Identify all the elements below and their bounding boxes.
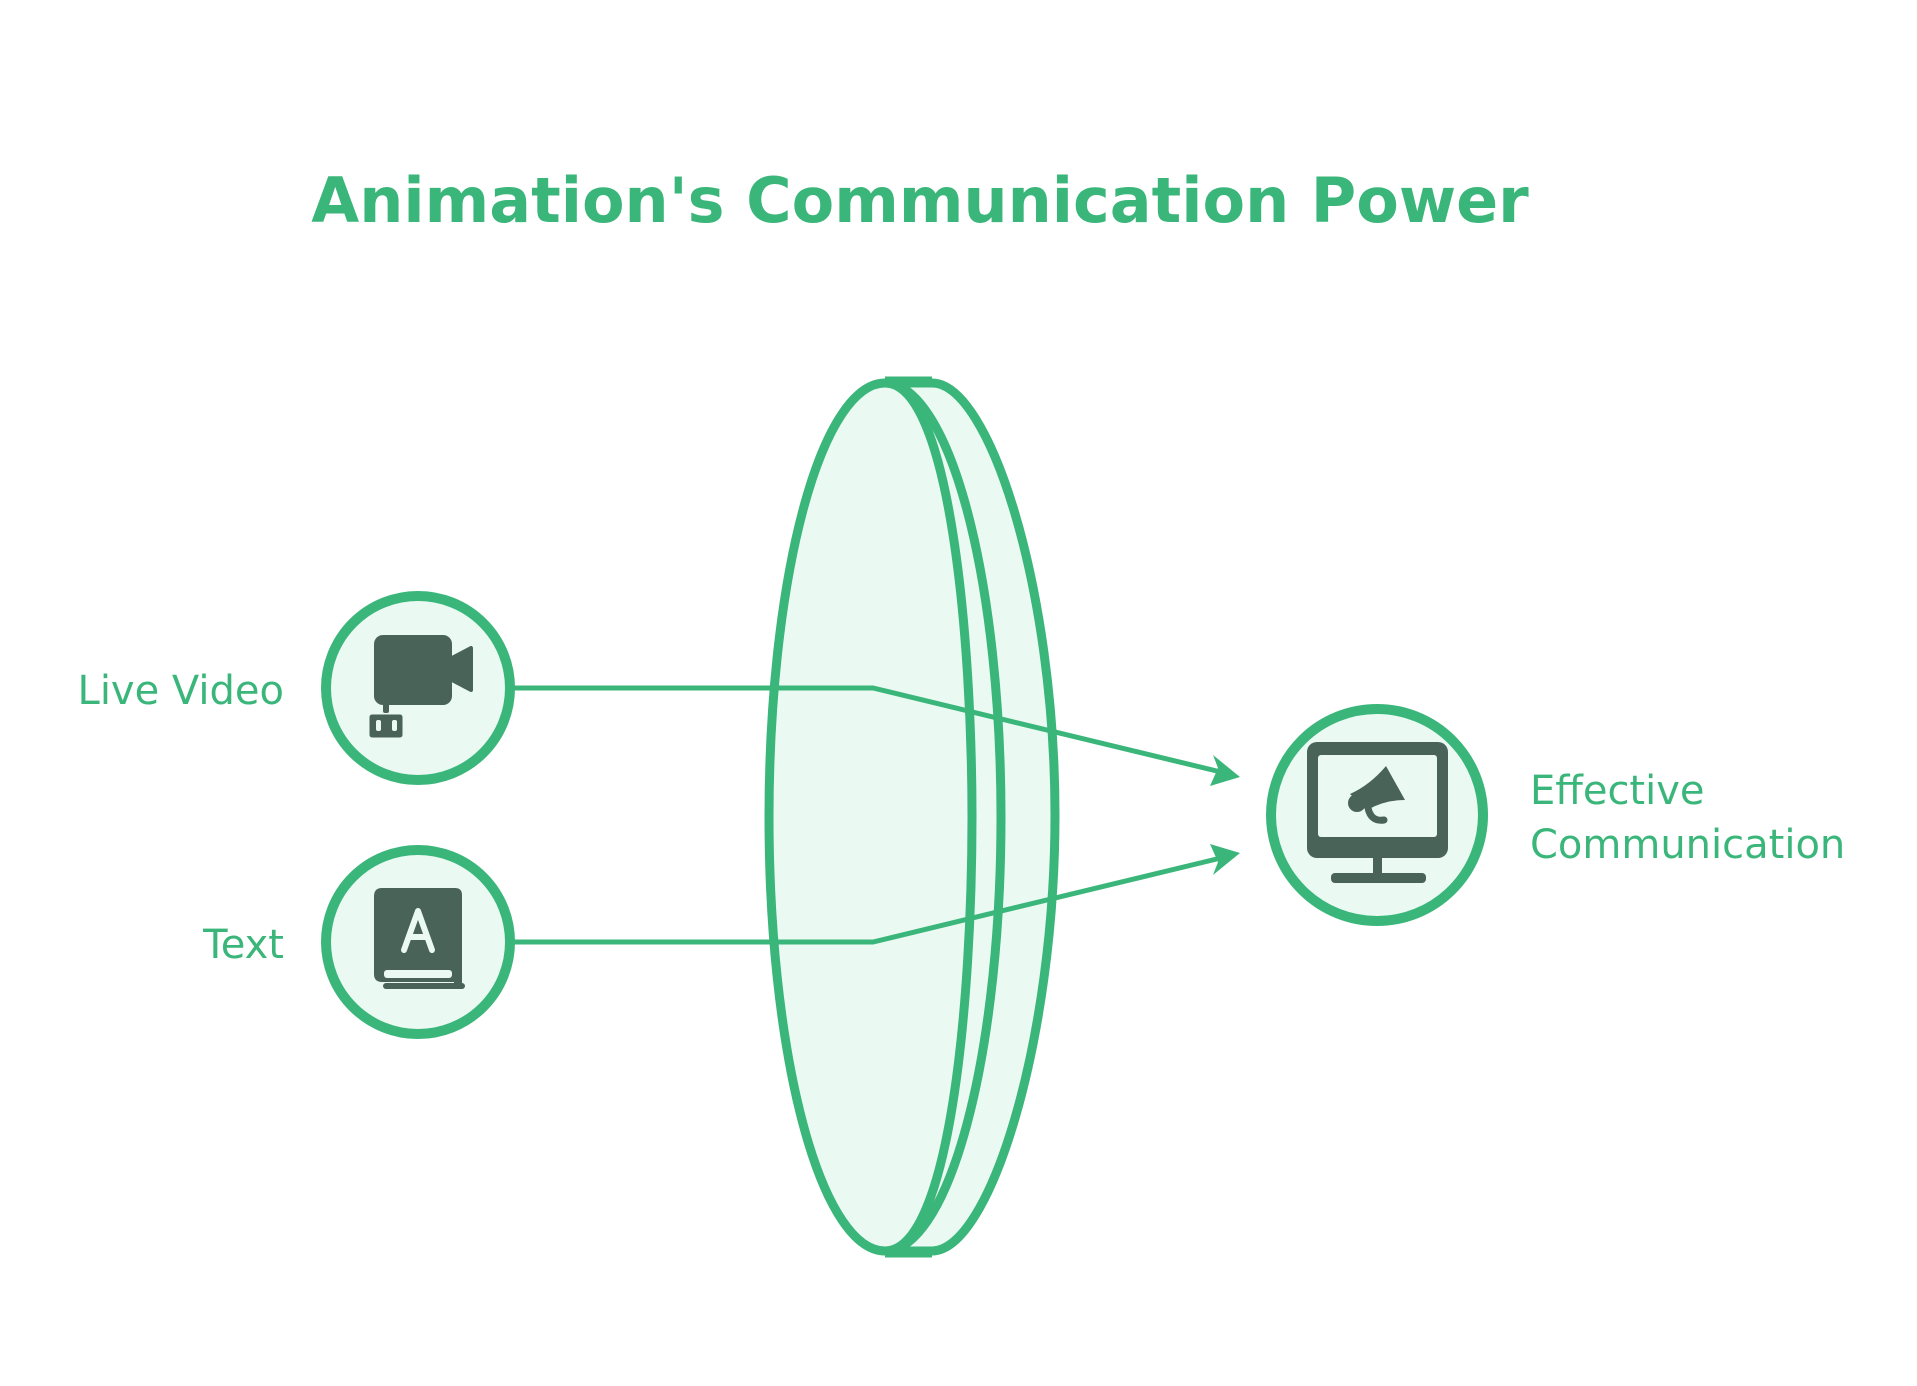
arrowhead-live-video [1210,755,1240,786]
input-node-live-video: Live Video [78,591,515,785]
connectors [513,685,1240,945]
connector-text [513,854,1226,945]
monitor-megaphone-icon [1307,742,1448,883]
lens-edge-curve [884,378,977,1256]
lens-shape [764,376,1060,1258]
input-label-live-video: Live Video [78,668,284,714]
output-label-line-1: Effective [1530,768,1705,814]
connector-live-video [513,685,1226,776]
input-label-text: Text [202,922,284,968]
text-book-icon [374,888,465,989]
lens-front-face [764,378,1006,1256]
output-label-line-2: Communication [1530,822,1845,868]
input-node-text: Text [202,845,515,1039]
arrowhead-text [1210,844,1240,875]
output-node-effective-communication: Effective Communication [1266,704,1845,926]
video-camera-icon [364,635,473,743]
diagram-title: Animation's Communication Power [311,164,1529,237]
